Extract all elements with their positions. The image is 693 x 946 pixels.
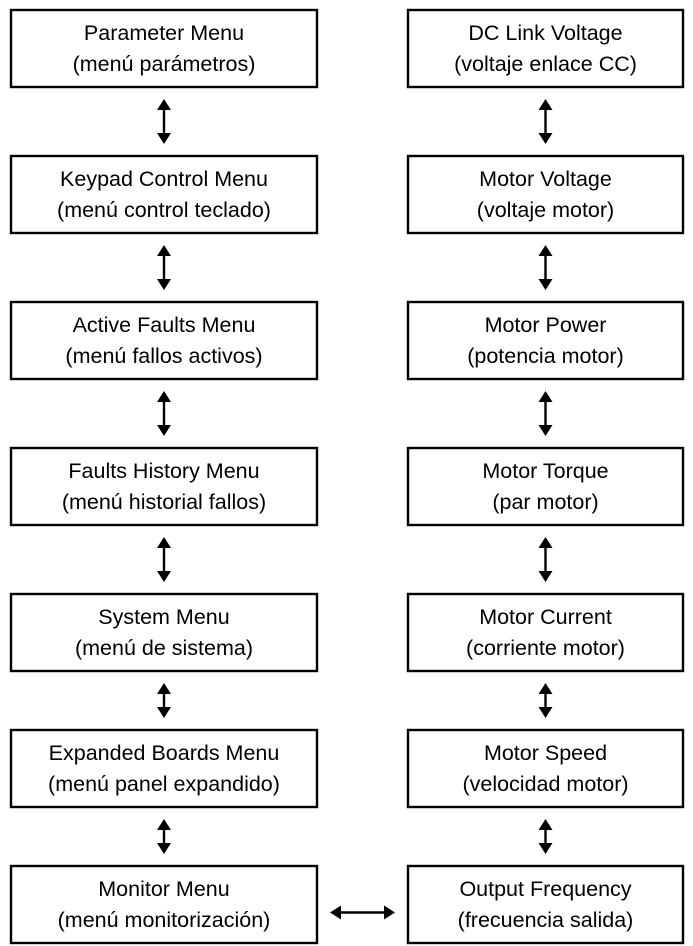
node-box-system-menu bbox=[9, 592, 319, 673]
connector-faults-history-menu-system-menu bbox=[157, 537, 171, 582]
node-sublabel-motor-voltage: (voltaje motor) bbox=[477, 198, 614, 222]
node-box-parameter-menu bbox=[9, 8, 319, 89]
arrow-head bbox=[538, 391, 553, 402]
node-motor-power: Motor Power (potencia motor) bbox=[406, 300, 685, 381]
node-motor-voltage: Motor Voltage (voltaje motor) bbox=[406, 154, 685, 235]
arrow-head bbox=[157, 819, 171, 830]
diagram-nodes: Parameter Menu (menú parámetros) Keypad Co… bbox=[9, 8, 685, 945]
node-box-motor-speed bbox=[406, 728, 685, 809]
arrow-head bbox=[538, 133, 553, 144]
node-faults-history-menu: Faults History Menu (menú historial fallo… bbox=[9, 446, 319, 527]
arrow-head bbox=[384, 905, 395, 920]
connector-keypad-control-menu-active-faults-menu bbox=[157, 245, 171, 290]
node-sublabel-active-faults-menu: (menú fallos activos) bbox=[65, 344, 262, 368]
node-sublabel-expanded-boards-menu: (menú panel expandido) bbox=[48, 772, 280, 796]
arrow-head bbox=[157, 425, 171, 436]
node-label-parameter-menu: Parameter Menu bbox=[84, 21, 244, 45]
arrow-head bbox=[538, 819, 553, 830]
arrow-head bbox=[157, 843, 171, 854]
node-label-motor-torque: Motor Torque bbox=[482, 459, 608, 483]
connector-parameter-menu-keypad-control-menu bbox=[157, 99, 171, 144]
node-box-keypad-control-menu bbox=[9, 154, 319, 235]
node-label-system-menu: System Menu bbox=[98, 605, 229, 629]
arrow-head bbox=[538, 683, 553, 694]
node-label-motor-current: Motor Current bbox=[479, 605, 612, 629]
arrow-head bbox=[157, 707, 171, 718]
connector-motor-current-motor-torque bbox=[538, 537, 553, 582]
node-sublabel-system-menu: (menú de sistema) bbox=[75, 636, 253, 660]
node-monitor-menu: Monitor Menu (menú monitorización) bbox=[9, 864, 319, 945]
node-label-motor-speed: Motor Speed bbox=[484, 741, 607, 765]
node-sublabel-motor-torque: (par motor) bbox=[492, 490, 598, 514]
node-label-motor-power: Motor Power bbox=[485, 313, 607, 337]
node-box-motor-torque bbox=[406, 446, 685, 527]
connector-motor-speed-motor-current bbox=[538, 683, 553, 718]
node-box-active-faults-menu bbox=[9, 300, 319, 381]
connector-active-faults-menu-faults-history-menu bbox=[157, 391, 171, 436]
node-motor-torque: Motor Torque (par motor) bbox=[406, 446, 685, 527]
connector-motor-torque-motor-power bbox=[538, 391, 553, 436]
node-box-monitor-menu bbox=[9, 864, 319, 945]
arrow-head bbox=[538, 245, 553, 256]
node-sublabel-motor-power: (potencia motor) bbox=[467, 344, 624, 368]
node-motor-speed: Motor Speed (velocidad motor) bbox=[406, 728, 685, 809]
arrow-head bbox=[538, 537, 553, 548]
node-parameter-menu: Parameter Menu (menú parámetros) bbox=[9, 8, 319, 89]
arrow-head bbox=[157, 133, 171, 144]
arrow-head bbox=[157, 571, 171, 582]
node-label-dc-link-voltage: DC Link Voltage bbox=[468, 21, 622, 45]
node-sublabel-parameter-menu: (menú parámetros) bbox=[73, 52, 256, 76]
node-system-menu: System Menu (menú de sistema) bbox=[9, 592, 319, 673]
node-box-output-frequency bbox=[406, 864, 685, 945]
node-box-motor-current bbox=[406, 592, 685, 673]
node-sublabel-dc-link-voltage: (voltaje enlace CC) bbox=[454, 52, 637, 76]
arrow-head bbox=[538, 425, 553, 436]
connector-motor-voltage-dc-link-voltage bbox=[538, 99, 553, 144]
node-box-dc-link-voltage bbox=[406, 8, 685, 89]
arrow-head bbox=[157, 279, 171, 290]
node-box-expanded-boards-menu bbox=[9, 728, 319, 809]
arrow-head bbox=[538, 707, 553, 718]
node-dc-link-voltage: DC Link Voltage (voltaje enlace CC) bbox=[406, 8, 685, 89]
connector-output-frequency-motor-speed bbox=[538, 819, 553, 854]
diagram-connections bbox=[157, 99, 553, 920]
arrow-head bbox=[157, 245, 171, 256]
arrow-head bbox=[538, 279, 553, 290]
node-label-keypad-control-menu: Keypad Control Menu bbox=[60, 167, 268, 191]
node-sublabel-motor-speed: (velocidad motor) bbox=[462, 772, 628, 796]
arrow-head bbox=[330, 905, 341, 920]
arrow-head bbox=[157, 683, 171, 694]
node-sublabel-output-frequency: (frecuencia salida) bbox=[458, 908, 634, 932]
node-box-motor-voltage bbox=[406, 154, 685, 235]
arrow-head bbox=[538, 571, 553, 582]
node-label-active-faults-menu: Active Faults Menu bbox=[73, 313, 256, 337]
node-keypad-control-menu: Keypad Control Menu (menú control teclado… bbox=[9, 154, 319, 235]
connector-expanded-boards-menu-monitor-menu bbox=[157, 819, 171, 854]
node-motor-current: Motor Current (corriente motor) bbox=[406, 592, 685, 673]
node-box-faults-history-menu bbox=[9, 446, 319, 527]
arrow-head bbox=[538, 843, 553, 854]
node-output-frequency: Output Frequency (frecuencia salida) bbox=[406, 864, 685, 945]
connector-monitor-menu-output-frequency bbox=[330, 905, 395, 920]
node-active-faults-menu: Active Faults Menu (menú fallos activos) bbox=[9, 300, 319, 381]
node-sublabel-keypad-control-menu: (menú control teclado) bbox=[57, 198, 271, 222]
connector-motor-power-motor-voltage bbox=[538, 245, 553, 290]
node-label-faults-history-menu: Faults History Menu bbox=[68, 459, 259, 483]
node-label-monitor-menu: Monitor Menu bbox=[98, 877, 229, 901]
arrow-head bbox=[538, 99, 553, 110]
node-expanded-boards-menu: Expanded Boards Menu (menú panel expandid… bbox=[9, 728, 319, 809]
node-label-output-frequency: Output Frequency bbox=[459, 877, 631, 901]
connector-system-menu-expanded-boards-menu bbox=[157, 683, 171, 718]
node-label-motor-voltage: Motor Voltage bbox=[479, 167, 612, 191]
node-sublabel-monitor-menu: (menú monitorización) bbox=[58, 908, 271, 932]
node-sublabel-faults-history-menu: (menú historial fallos) bbox=[62, 490, 266, 514]
arrow-head bbox=[157, 391, 171, 402]
arrow-head bbox=[157, 99, 171, 110]
node-label-expanded-boards-menu: Expanded Boards Menu bbox=[49, 741, 280, 765]
node-box-motor-power bbox=[406, 300, 685, 381]
arrow-head bbox=[157, 537, 171, 548]
node-sublabel-motor-current: (corriente motor) bbox=[466, 636, 625, 660]
